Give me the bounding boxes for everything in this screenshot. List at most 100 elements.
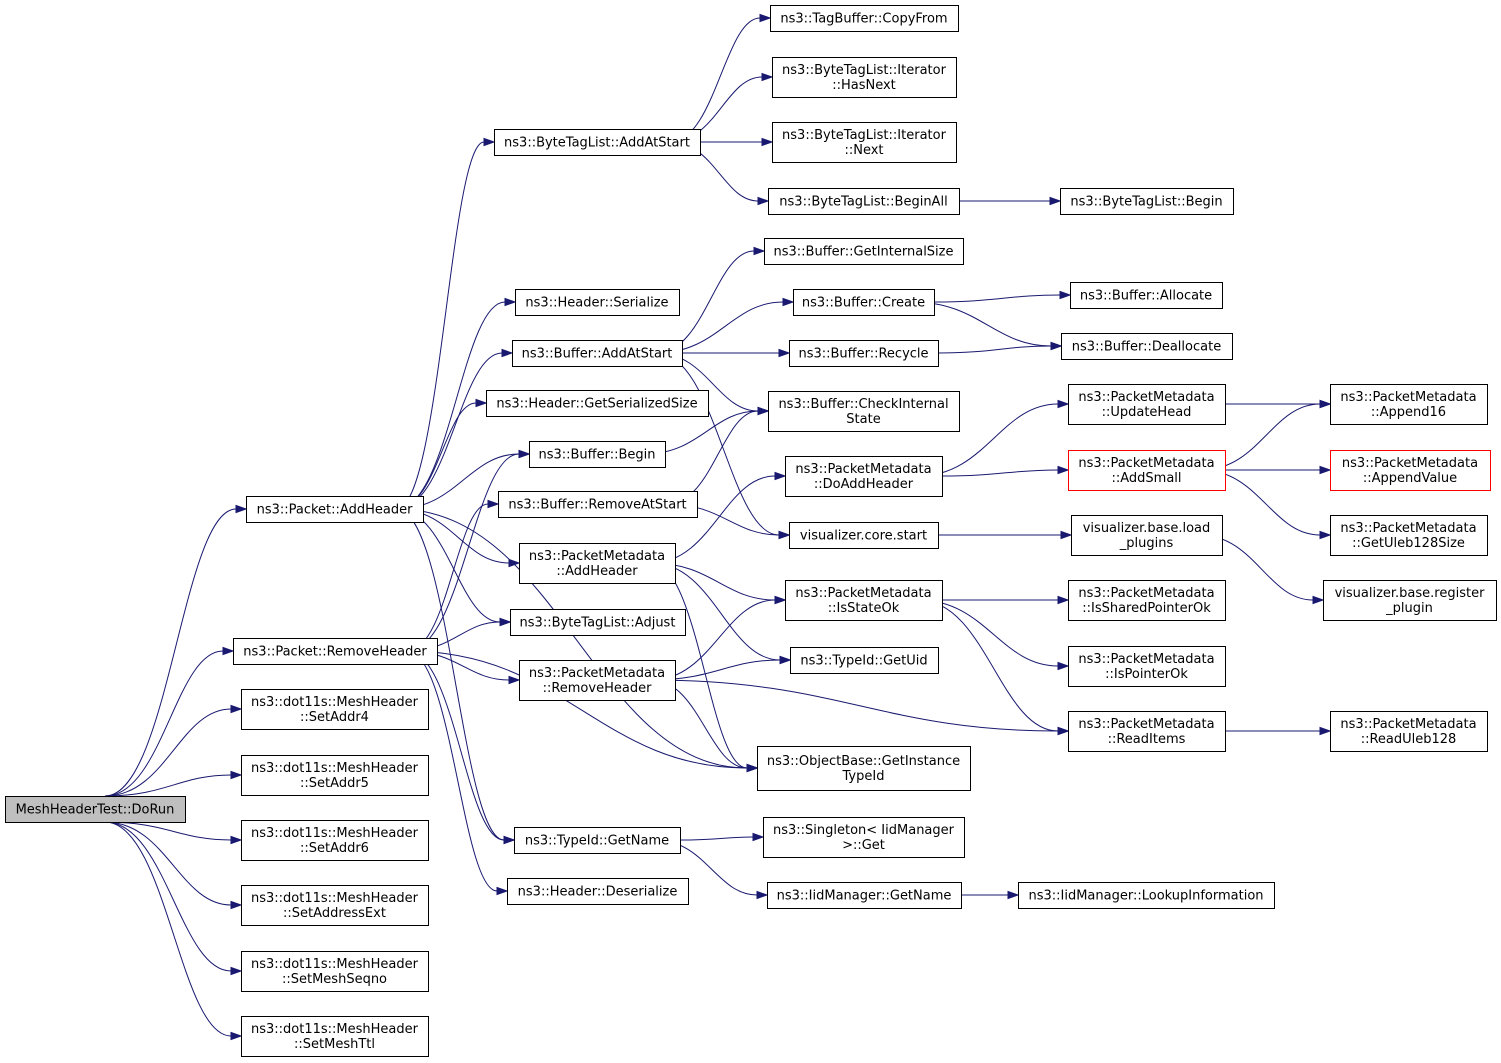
node-buf-deallocate[interactable]: ns3::Buffer::Deallocate xyxy=(1061,333,1233,360)
arrowhead xyxy=(496,886,509,896)
node-buf-addatstart[interactable]: ns3::Buffer::AddAtStart xyxy=(512,340,683,367)
arrowhead xyxy=(487,499,500,509)
node-hdr-getsersize[interactable]: ns3::Header::GetSerializedSize xyxy=(486,390,709,417)
node-setaddrext[interactable]: ns3::dot11s::MeshHeader::SetAddressExt xyxy=(241,885,429,926)
node-dorun[interactable]: MeshHeaderTest::DoRun xyxy=(5,796,186,823)
node-singleton-get[interactable]: ns3::Singleton< IidManager>::Get xyxy=(763,817,965,858)
node-box xyxy=(519,660,676,701)
node-btl-it-next[interactable]: ns3::ByteTagList::Iterator::Next xyxy=(772,122,957,163)
node-typeid-getname[interactable]: ns3::TypeId::GetName xyxy=(514,827,681,854)
node-label-line: ns3::TypeId::GetName xyxy=(525,834,669,849)
node-hdr-deserialize[interactable]: ns3::Header::Deserialize xyxy=(507,878,689,905)
arrowhead xyxy=(518,449,531,459)
node-viz-core-start[interactable]: visualizer.core.start xyxy=(789,522,939,549)
node-label-line: _plugins xyxy=(1119,536,1174,551)
node-pm-appendvalue[interactable]: ns3::PacketMetadata::AppendValue xyxy=(1330,450,1491,491)
node-box xyxy=(5,796,186,823)
call-edge-addheader-to-hdr_getsersize xyxy=(396,398,488,510)
node-label-line: ns3::ByteTagList::Adjust xyxy=(520,616,676,631)
node-pm-getuleb128size[interactable]: ns3::PacketMetadata::GetUleb128Size xyxy=(1330,515,1488,556)
node-pm-isstateok[interactable]: ns3::PacketMetadata::IsStateOk xyxy=(785,580,943,621)
node-box xyxy=(241,1016,429,1057)
node-label-line: ns3::Header::Deserialize xyxy=(518,885,678,900)
call-edge-typeid_getname-to-singleton_get xyxy=(679,832,765,842)
node-pm-append16[interactable]: ns3::PacketMetadata::Append16 xyxy=(1330,384,1488,425)
node-pm-ispointerok[interactable]: ns3::PacketMetadata::IsPointerOk xyxy=(1068,646,1226,687)
node-tagbuffer-copyfrom[interactable]: ns3::TagBuffer::CopyFrom xyxy=(770,5,959,32)
node-label-line: ns3::Packet::RemoveHeader xyxy=(243,645,427,660)
node-box xyxy=(494,129,701,156)
node-pm-addsmall[interactable]: ns3::PacketMetadata::AddSmall xyxy=(1068,450,1226,491)
edge-line xyxy=(667,410,759,505)
node-btl-begin[interactable]: ns3::ByteTagList::Begin xyxy=(1060,188,1234,215)
node-addheader[interactable]: ns3::Packet::AddHeader xyxy=(246,496,424,523)
arrowhead xyxy=(508,675,521,685)
node-label-line: ::IsSharedPointerOk xyxy=(1082,601,1211,616)
call-edge-btl_beginall-to-btl_begin xyxy=(959,196,1062,206)
call-edge-dorun-to-setmeshttl xyxy=(104,821,243,1041)
node-box xyxy=(785,456,943,497)
node-pm-doaddheader[interactable]: ns3::PacketMetadata::DoAddHeader xyxy=(785,456,943,497)
node-pm-readuleb128[interactable]: ns3::PacketMetadata::ReadUleb128 xyxy=(1330,711,1488,752)
node-label-line: ns3::Singleton< IidManager xyxy=(773,823,955,838)
node-pm-issharedptr[interactable]: ns3::PacketMetadata::IsSharedPointerOk xyxy=(1068,580,1226,621)
node-buf-getinternalsize[interactable]: ns3::Buffer::GetInternalSize xyxy=(764,238,964,265)
node-label-line: TypeId xyxy=(842,769,885,784)
node-label-line: ns3::ByteTagList::Begin xyxy=(1070,195,1222,210)
node-box xyxy=(785,580,943,621)
node-buf-recycle[interactable]: ns3::Buffer::Recycle xyxy=(789,340,939,367)
node-btl-beginall[interactable]: ns3::ByteTagList::BeginAll xyxy=(768,188,960,215)
call-edge-addheader-to-btl_adjust xyxy=(396,508,512,627)
node-iid-getname[interactable]: ns3::IidManager::GetName xyxy=(767,882,962,909)
arrowhead xyxy=(1057,595,1070,605)
node-box xyxy=(1068,580,1226,621)
arrowhead xyxy=(499,617,512,627)
node-label-line: ns3::Buffer::Recycle xyxy=(798,347,928,362)
node-setaddr4[interactable]: ns3::dot11s::MeshHeader::SetAddr4 xyxy=(241,689,429,730)
node-label-line: ns3::Buffer::AddAtStart xyxy=(522,347,673,362)
node-buf-allocate[interactable]: ns3::Buffer::Allocate xyxy=(1070,282,1223,309)
node-box xyxy=(515,289,680,316)
node-btl-adjust[interactable]: ns3::ByteTagList::Adjust xyxy=(510,609,686,636)
node-buf-removeatstart[interactable]: ns3::Buffer::RemoveAtStart xyxy=(498,491,698,518)
node-viz-load-plugins[interactable]: visualizer.base.load_plugins xyxy=(1071,515,1223,556)
node-viz-register-plugin[interactable]: visualizer.base.register_plugin xyxy=(1323,580,1497,621)
arrowhead xyxy=(774,471,787,481)
call-edge-dorun-to-setaddr5 xyxy=(104,770,243,797)
node-box xyxy=(1330,384,1488,425)
node-iid-lookupinfo[interactable]: ns3::IidManager::LookupInformation xyxy=(1018,882,1275,909)
node-hdr-serialize[interactable]: ns3::Header::Serialize xyxy=(515,289,680,316)
node-pm-readitems[interactable]: ns3::PacketMetadata::ReadItems xyxy=(1068,711,1226,752)
node-label-line: ::AddHeader xyxy=(556,564,638,579)
arrowhead xyxy=(778,348,791,358)
node-label-line: ns3::PacketMetadata xyxy=(1342,456,1478,471)
node-label-line: ns3::dot11s::MeshHeader xyxy=(251,826,419,841)
node-setmeshttl[interactable]: ns3::dot11s::MeshHeader::SetMeshTtl xyxy=(241,1016,429,1057)
node-pm-removeheader[interactable]: ns3::PacketMetadata::RemoveHeader xyxy=(519,660,676,701)
arrowhead xyxy=(1060,530,1073,540)
node-pm-updatehead[interactable]: ns3::PacketMetadata::UpdateHead xyxy=(1068,384,1226,425)
node-box xyxy=(529,441,666,468)
arrowhead xyxy=(1057,465,1070,475)
node-btl-addatstart[interactable]: ns3::ByteTagList::AddAtStart xyxy=(494,129,701,156)
node-btl-it-hasnext[interactable]: ns3::ByteTagList::Iterator::HasNext xyxy=(772,57,957,98)
arrowhead xyxy=(230,704,243,714)
call-edge-btl_addatstart-to-btl_it_next xyxy=(700,137,774,147)
node-label-line: ::GetUleb128Size xyxy=(1352,536,1465,551)
node-typeid-getuid[interactable]: ns3::TypeId::GetUid xyxy=(790,647,939,674)
edge-line xyxy=(104,650,224,797)
edge-line xyxy=(406,650,505,841)
node-removeheader[interactable]: ns3::Packet::RemoveHeader xyxy=(233,638,438,665)
node-label-line: _plugin xyxy=(1385,601,1433,616)
arrowhead xyxy=(753,246,766,256)
node-label-line: ::ReadUleb128 xyxy=(1361,732,1457,747)
node-setaddr6[interactable]: ns3::dot11s::MeshHeader::SetAddr6 xyxy=(241,820,429,861)
node-buf-begin[interactable]: ns3::Buffer::Begin xyxy=(529,441,666,468)
node-pm-addheader[interactable]: ns3::PacketMetadata::AddHeader xyxy=(519,543,676,584)
node-setaddr5[interactable]: ns3::dot11s::MeshHeader::SetAddr5 xyxy=(241,755,429,796)
node-setmeshseqno[interactable]: ns3::dot11s::MeshHeader::SetMeshSeqno xyxy=(241,951,429,992)
node-buf-create[interactable]: ns3::Buffer::Create xyxy=(793,289,935,316)
node-label-line: ns3::PacketMetadata xyxy=(795,462,931,477)
